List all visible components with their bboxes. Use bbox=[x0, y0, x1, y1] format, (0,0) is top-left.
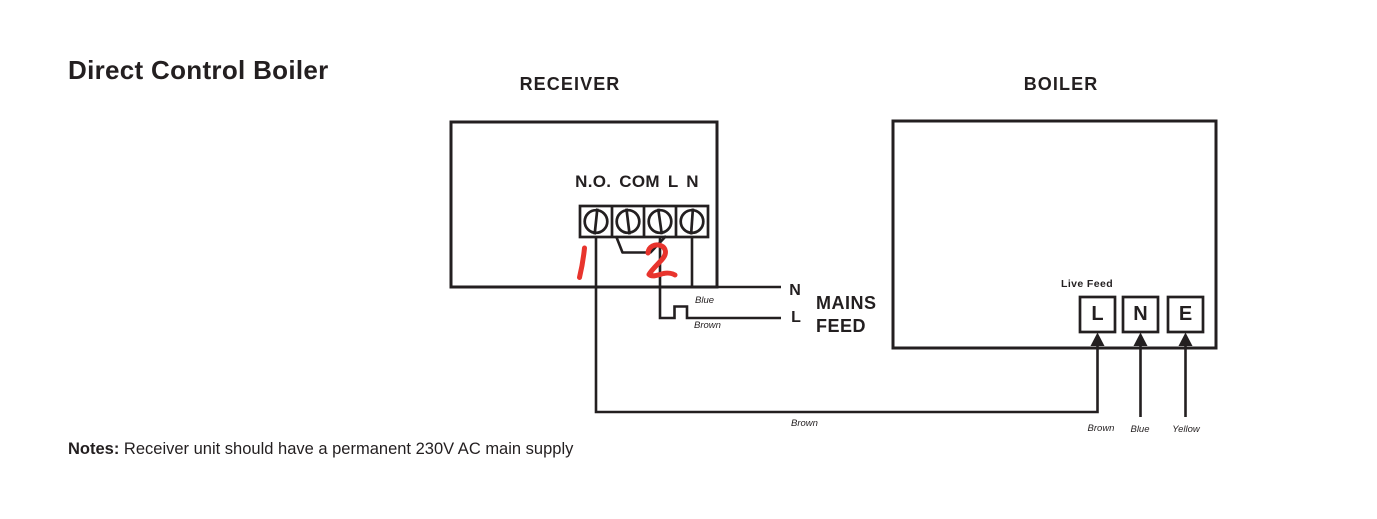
wire-l-to-mains-feed-brown bbox=[658, 236, 781, 320]
boiler-wire-label-yellow: Yellow bbox=[1172, 424, 1200, 435]
mains-feed-word2: FEED bbox=[816, 316, 867, 336]
handwritten-mark-2 bbox=[645, 242, 678, 279]
mains-live-letter: L bbox=[791, 309, 801, 326]
boiler-heading: BOILER bbox=[1023, 74, 1099, 94]
page-title: Direct Control Boiler bbox=[68, 55, 329, 85]
bottom-wire-label-brown: Brown bbox=[791, 418, 818, 429]
arrowhead-up-icon bbox=[1090, 332, 1105, 346]
arrowhead-up-icon bbox=[1178, 332, 1193, 346]
wire-label-blue: Blue bbox=[695, 295, 715, 306]
notes-line: Notes: Receiver unit should have a perma… bbox=[68, 440, 573, 459]
mains-feed-word1: MAINS bbox=[816, 293, 877, 313]
boiler-terminal-e-label: E bbox=[1178, 303, 1193, 325]
mains-neutral-letter: N bbox=[789, 282, 801, 299]
screw-slot-icon bbox=[593, 208, 599, 235]
wire-label-brown: Brown bbox=[694, 320, 721, 331]
notes-text: Receiver unit should have a permanent 23… bbox=[119, 440, 574, 458]
screw-slot-icon bbox=[656, 208, 664, 235]
boiler-terminal-n-box bbox=[1121, 295, 1160, 334]
screw-slot-icon bbox=[625, 208, 631, 235]
wire-n-to-mains-feed-blue bbox=[690, 236, 781, 289]
boiler-box-outline bbox=[891, 119, 1218, 350]
boiler-terminal-l-box bbox=[1078, 295, 1117, 334]
handwritten-mark-1 bbox=[577, 245, 587, 280]
receiver-heading: RECEIVER bbox=[519, 74, 621, 94]
boiler-live-feed-label: Live Feed bbox=[1061, 278, 1114, 290]
notes-label: Notes: bbox=[68, 440, 120, 458]
wire-no-to-boiler-l-brown bbox=[594, 236, 1099, 414]
boiler-wire-label-brown: Brown bbox=[1087, 423, 1115, 434]
receiver-terminal-row-label: N.O. COM L N bbox=[575, 172, 699, 191]
receiver-box-outline bbox=[449, 120, 719, 289]
boiler-terminal-l-label: L bbox=[1091, 303, 1104, 325]
screw-slot-icon bbox=[689, 208, 695, 235]
arrowhead-up-icon bbox=[1133, 332, 1148, 346]
boiler-terminal-e-box bbox=[1166, 295, 1205, 334]
boiler-terminal-n-label: N bbox=[1133, 303, 1148, 325]
receiver-terminal-block bbox=[578, 204, 710, 239]
boiler-wire-label-blue: Blue bbox=[1130, 424, 1150, 435]
